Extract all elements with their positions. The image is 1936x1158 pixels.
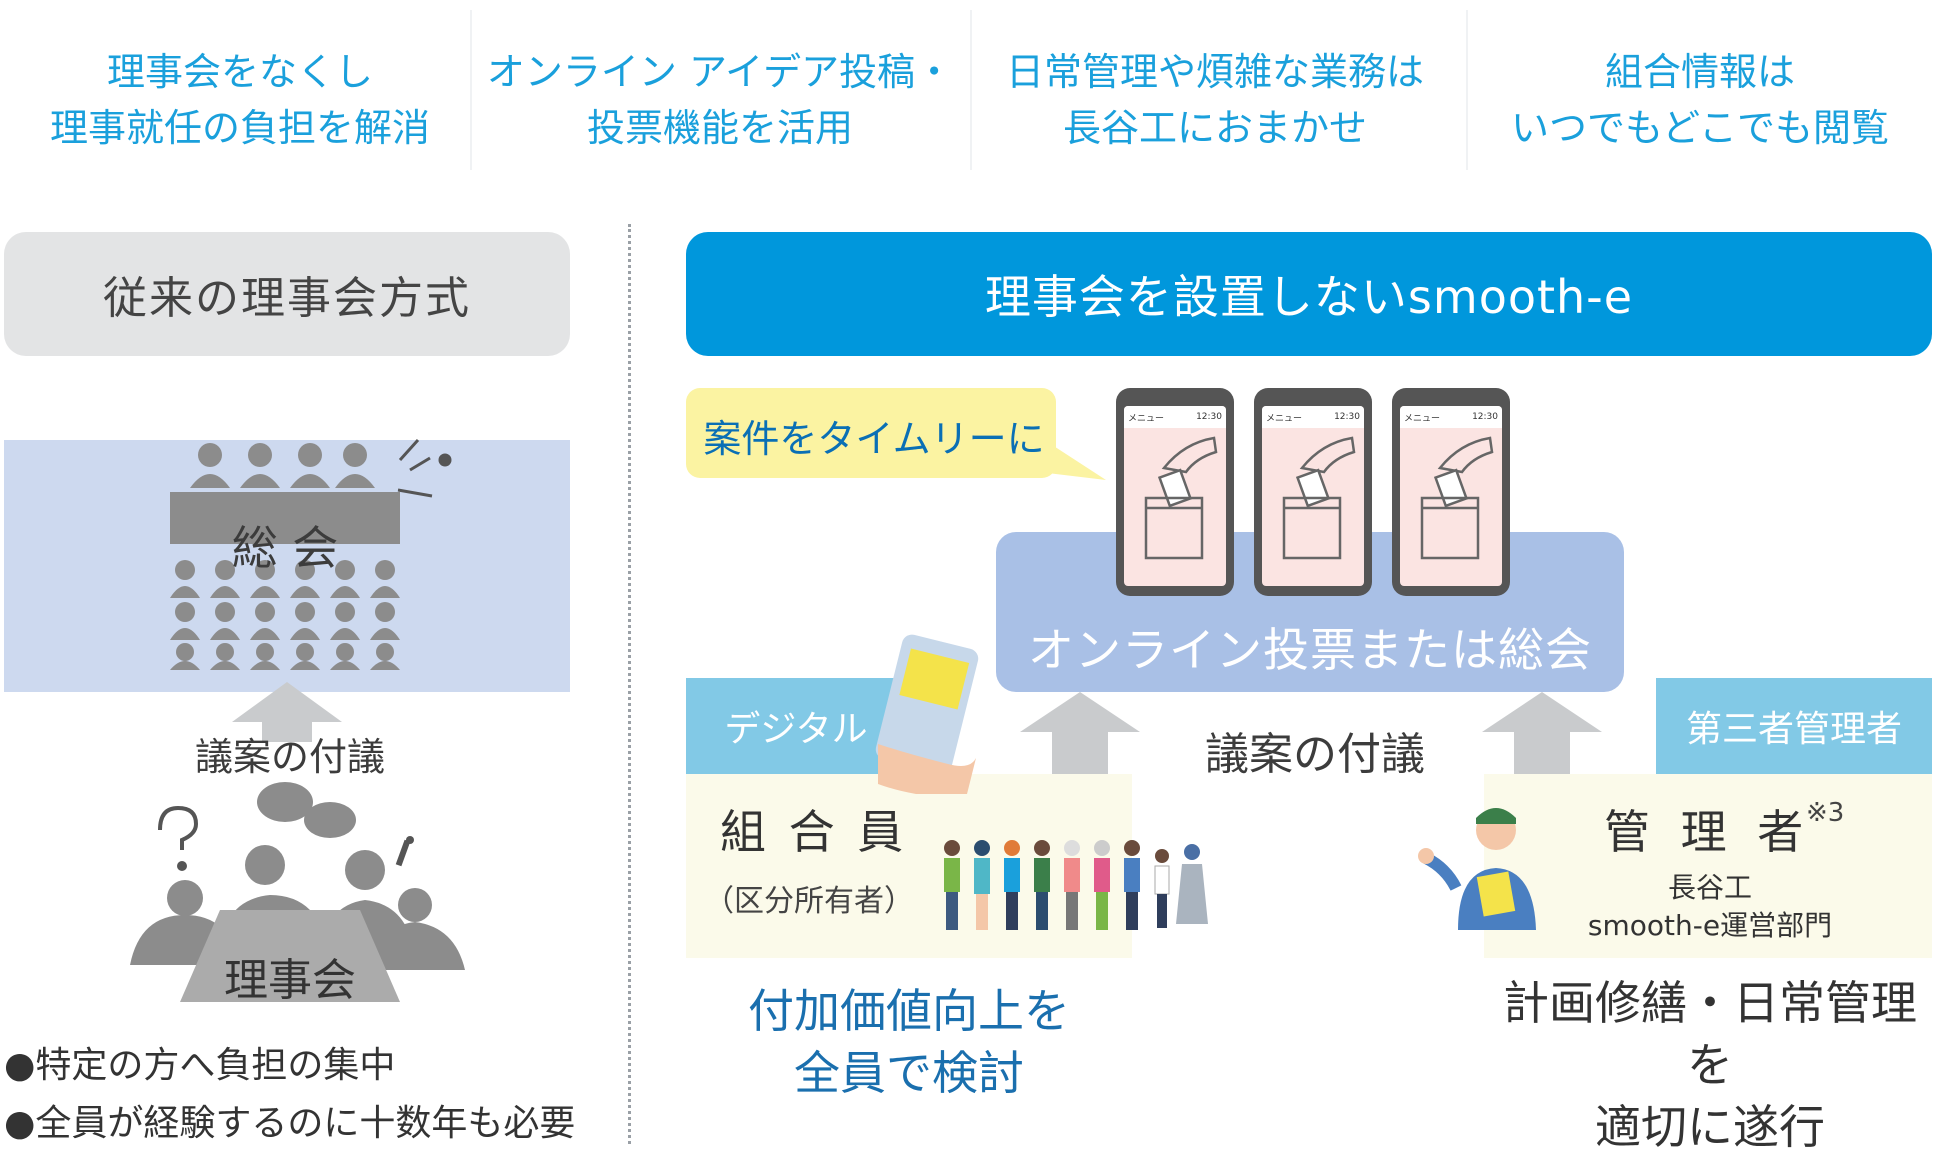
board-meeting-illustration: [130, 782, 465, 1002]
phone-1: メニュー 12:30: [1116, 388, 1234, 596]
feature-3-line2: 長谷工におまかせ: [1062, 106, 1367, 150]
manager-company: 長谷工: [1667, 871, 1752, 904]
ballot-box-icon: [1144, 436, 1218, 560]
members-card: [686, 774, 1132, 958]
audience-icon: [190, 443, 375, 488]
phone-time: 12:30: [1196, 412, 1222, 422]
members-label: 組 合 員: [720, 805, 908, 859]
general-meeting-label: 総 会: [231, 521, 339, 575]
discussion-marks-icon: [397, 438, 452, 498]
bubble-shape: [686, 388, 1106, 480]
question-mark-icon: [158, 805, 199, 871]
manager-outcome-line2: 適切に遂行: [1595, 1100, 1825, 1154]
residents-group-icon: [944, 840, 1208, 930]
manager-person-icon: [1418, 808, 1536, 930]
feature-3: 日常管理や煩雑な業務は 長谷工におまかせ: [980, 30, 1450, 170]
bullet-burden: ●特定の方へ負担の集中: [4, 1045, 396, 1086]
manager-label: 管 理 者: [1604, 805, 1812, 859]
phone-time: 12:30: [1334, 412, 1360, 422]
manager-outcome-line1: 計画修繕・日常管理を: [1503, 976, 1917, 1092]
ballot-box-icon: [1282, 436, 1356, 560]
feature-4: 組合情報は いつでもどこでも閲覧: [1476, 30, 1924, 170]
timely-bubble-label: 案件をタイムリーに: [703, 417, 1045, 461]
feature-2: オンライン アイデア投稿・ 投票機能を活用: [480, 30, 960, 170]
feature-4-line1: 組合情報は: [1604, 50, 1795, 94]
up-arrow-icon: [232, 682, 342, 742]
bullet-years: ●全員が経験するのに十数年も必要: [4, 1103, 576, 1144]
section-divider: [628, 224, 631, 1144]
speech-bubbles-icon: [257, 782, 356, 838]
hand-smartphone-icon: [875, 634, 979, 794]
manager-outcome: 計画修繕・日常管理を 適切に遂行: [1484, 972, 1936, 1158]
phone-2: メニュー 12:30: [1254, 388, 1372, 596]
feature-1-line1: 理事会をなくし: [106, 50, 373, 94]
feature-2-line2: 投票機能を活用: [586, 106, 853, 150]
feature-divider: [970, 10, 972, 170]
traditional-header: 従来の理事会方式: [4, 232, 570, 356]
phone-menu-label: メニュー: [1404, 413, 1441, 424]
phone-time: 12:30: [1472, 412, 1498, 422]
phone-menu-label: メニュー: [1128, 413, 1165, 424]
feature-4-line2: いつでもどこでも閲覧: [1510, 106, 1890, 150]
third-party-manager-tag: 第三者管理者: [1656, 678, 1932, 774]
members-outcome: 付加価値向上を 全員で検討: [686, 980, 1132, 1104]
digital-tag: デジタル: [686, 678, 906, 774]
manager-card: [1484, 774, 1932, 958]
exclaim-icon: [395, 836, 414, 867]
general-meeting-panel: [4, 440, 570, 692]
smooth-e-header: 理事会を設置しないsmooth-e: [686, 232, 1932, 356]
manager-department: smooth-e運営部門: [1587, 909, 1833, 942]
left-proposal-label: 議案の付議: [194, 735, 385, 779]
phone-3: メニュー 12:30: [1392, 388, 1510, 596]
members-outcome-line1: 付加価値向上を: [748, 984, 1070, 1038]
members-outcome-line2: 全員で検討: [794, 1046, 1024, 1100]
ballot-box-icon: [1420, 436, 1494, 560]
manager-footnote: ※3: [1806, 798, 1845, 828]
feature-3-line1: 日常管理や煩雑な業務は: [1005, 50, 1424, 94]
feature-1-line2: 理事就任の負担を解消: [49, 106, 430, 150]
right-proposal-label: 議案の付議: [1205, 729, 1425, 780]
online-vote-label: オンライン投票または総会: [1028, 623, 1592, 677]
seated-people-icon: [170, 560, 400, 670]
feature-2-line1: オンライン アイデア投稿・: [486, 50, 954, 94]
manager-up-arrow-icon: [1482, 692, 1602, 812]
feature-1: 理事会をなくし 理事就任の負担を解消: [20, 30, 460, 170]
board-label: 理事会: [224, 955, 356, 1006]
phone-menu-label: メニュー: [1266, 413, 1303, 424]
feature-divider: [1466, 10, 1468, 170]
members-up-arrow-icon: [1020, 692, 1140, 812]
feature-divider: [470, 10, 472, 170]
members-sub-label: （区分所有者）: [704, 884, 914, 919]
general-meeting-illustration: [170, 438, 452, 670]
